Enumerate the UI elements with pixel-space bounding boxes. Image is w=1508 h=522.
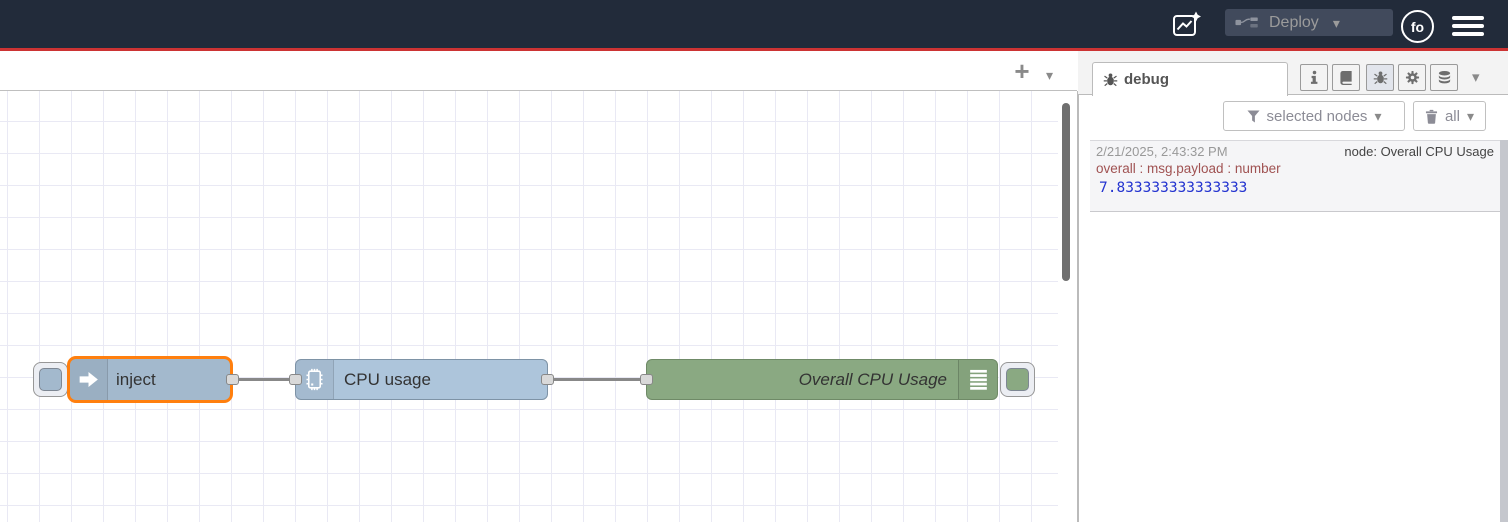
flow-tab-bar <box>0 51 1077 91</box>
node-label: inject <box>116 369 156 389</box>
sidebar-config-button[interactable] <box>1398 64 1426 91</box>
filter-label: selected nodes <box>1266 107 1368 125</box>
sidebar-scrollbar[interactable] <box>1500 140 1508 522</box>
flow-list-caret-icon[interactable]: ▾ <box>1046 67 1054 83</box>
deploy-label: Deploy <box>1269 13 1319 31</box>
gear-icon <box>1405 70 1420 85</box>
filter-caret-icon: ▾ <box>1374 108 1382 124</box>
debug-message-timestamp: 2/21/2025, 2:43:32 PM <box>1096 144 1228 159</box>
debug-filter-button[interactable]: selected nodes ▾ <box>1223 101 1405 131</box>
wire-cpu-to-debug[interactable] <box>548 378 646 381</box>
flow-canvas[interactable] <box>0 91 1078 522</box>
image-sparkle-icon <box>1172 10 1202 40</box>
clear-caret-icon: ▾ <box>1466 108 1475 124</box>
cpu-icon-zone <box>296 360 334 399</box>
node-label: CPU usage <box>344 369 431 389</box>
header-accent-line <box>0 48 1508 51</box>
deploy-nodes-icon <box>1235 15 1261 30</box>
node-cpu-usage[interactable]: CPU usage <box>295 359 548 400</box>
book-icon <box>1339 70 1354 85</box>
debug-message[interactable]: 2/21/2025, 2:43:32 PM node: Overall CPU … <box>1090 140 1500 212</box>
main-menu-button[interactable] <box>1452 12 1484 40</box>
debug-clear-button[interactable]: all ▾ <box>1413 101 1486 131</box>
debug-lines-icon <box>966 367 991 392</box>
deploy-caret-icon[interactable]: ▾ <box>1332 14 1340 31</box>
cpu-input-port[interactable] <box>289 374 302 385</box>
wire-inject-to-cpu[interactable] <box>233 378 301 381</box>
database-icon <box>1437 70 1452 85</box>
node-overall-cpu-usage[interactable]: Overall CPU Usage <box>646 359 998 400</box>
user-avatar[interactable]: fo <box>1401 10 1434 43</box>
debug-message-value[interactable]: 7.833333333333333 <box>1099 180 1248 196</box>
node-label: Overall CPU Usage <box>798 369 947 389</box>
debug-input-port[interactable] <box>640 374 653 385</box>
debug-message-source: node: Overall CPU Usage <box>1344 144 1494 159</box>
inject-arrow-icon <box>76 367 101 392</box>
avatar-initials: fo <box>1410 18 1425 35</box>
info-icon <box>1307 70 1322 85</box>
add-flow-button[interactable]: + <box>1006 55 1038 87</box>
inject-icon-zone <box>70 359 108 400</box>
chip-icon <box>302 367 327 392</box>
debug-toggle-button[interactable] <box>1000 362 1035 397</box>
sidebar-info-button[interactable] <box>1300 64 1328 91</box>
add-flow-label: + <box>1014 55 1030 86</box>
inject-trigger-button[interactable] <box>33 362 68 397</box>
bug-icon <box>1372 70 1388 85</box>
flow-assistant-button[interactable] <box>1170 8 1204 42</box>
canvas-vertical-scrollbar[interactable] <box>1062 103 1070 281</box>
sidebar-debug-button[interactable] <box>1366 64 1394 91</box>
cpu-output-port[interactable] <box>541 374 554 385</box>
clear-label: all <box>1444 107 1460 125</box>
sidebar-context-button[interactable] <box>1430 64 1458 91</box>
trash-icon <box>1425 109 1438 124</box>
inject-output-port[interactable] <box>226 374 239 385</box>
bug-icon <box>1103 72 1118 87</box>
debug-message-property: overall : msg.payload : number <box>1096 161 1281 176</box>
debug-icon-zone <box>958 360 997 399</box>
deploy-button[interactable]: Deploy ▾ <box>1225 9 1393 36</box>
node-inject[interactable]: inject <box>67 356 233 403</box>
tab-debug-label: debug <box>1124 71 1169 88</box>
menu-icon <box>1452 16 1484 20</box>
tab-debug[interactable]: debug <box>1092 62 1288 96</box>
funnel-icon <box>1246 109 1260 123</box>
sidebar-menu-caret-icon[interactable]: ▾ <box>1472 69 1480 86</box>
sidebar-help-button[interactable] <box>1332 64 1360 91</box>
